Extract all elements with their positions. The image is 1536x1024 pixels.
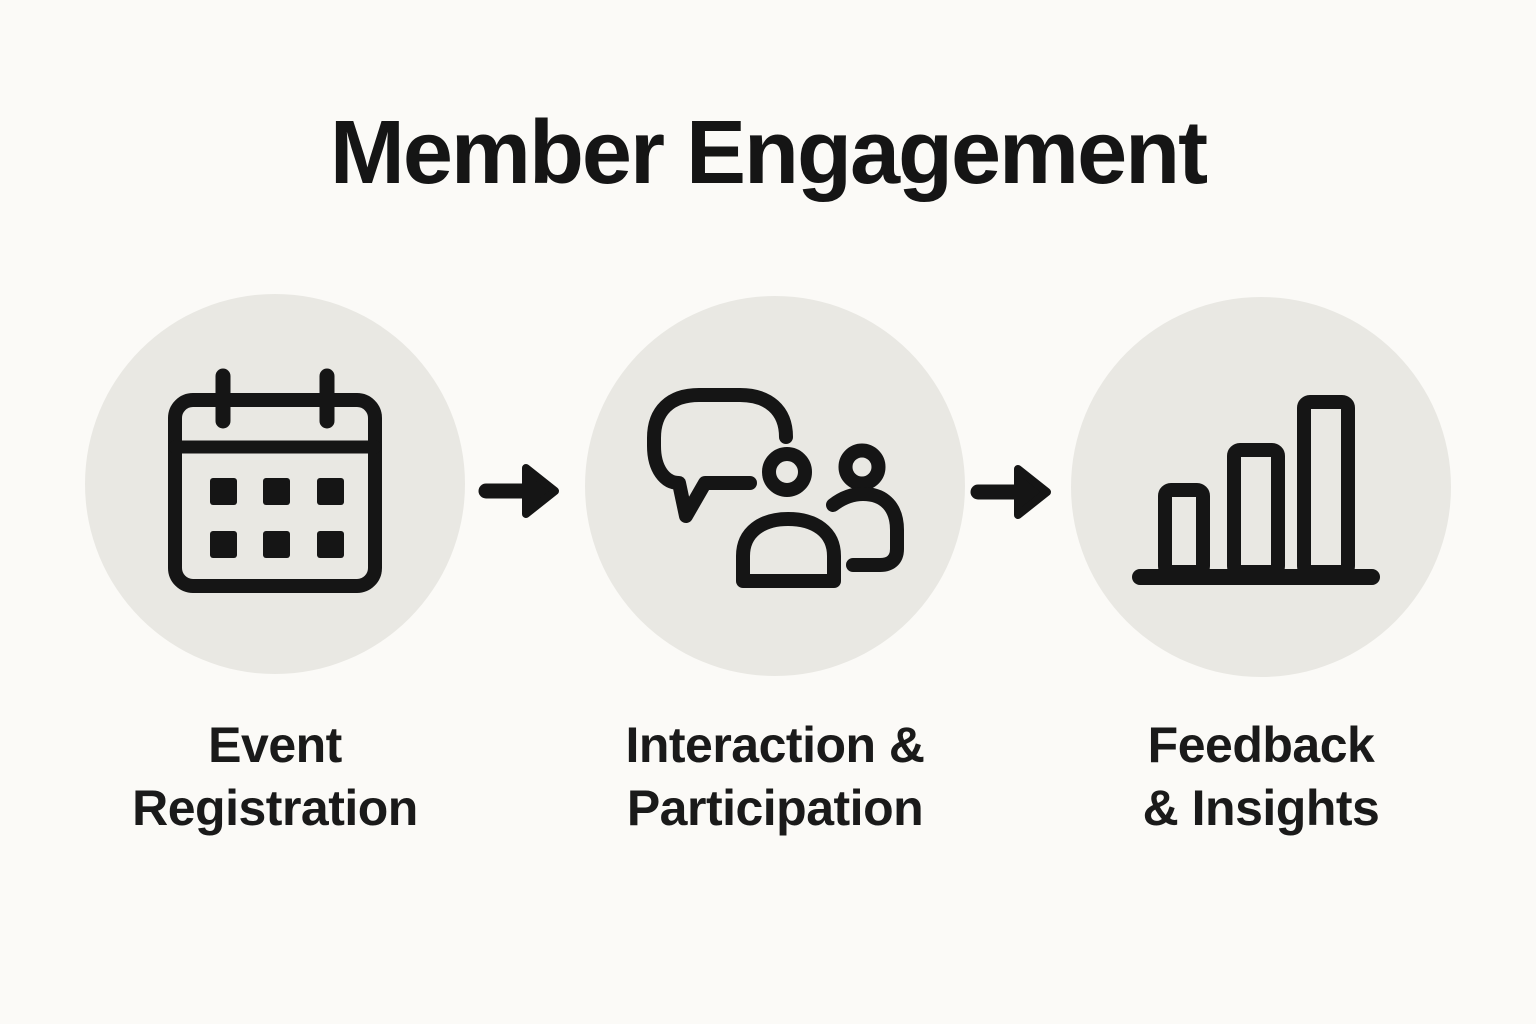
arrow-right-icon	[965, 450, 1065, 530]
step-circle-event-registration	[85, 294, 465, 674]
step-circle-feedback-insights	[1071, 297, 1451, 677]
step-circle-interaction-participation	[585, 296, 965, 676]
arrow-right-icon	[470, 450, 570, 530]
page-title: Member Engagement	[329, 103, 1208, 203]
bar-chart-icon	[1132, 395, 1380, 585]
chat-people-icon	[647, 388, 904, 588]
step-label-feedback-insights: Feedback & Insights	[1142, 717, 1380, 836]
calendar-icon	[168, 368, 382, 593]
step-label-interaction-participation: Interaction & Participation	[625, 717, 925, 836]
step-label-event-registration: Event Registration	[132, 717, 418, 836]
